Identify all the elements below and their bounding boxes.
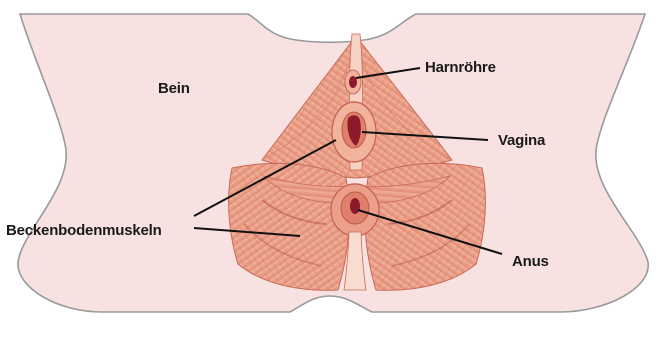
pelvic-floor-label: Beckenbodenmuskeln [6,222,162,239]
urethra-label: Harnröhre [425,59,496,76]
anus-opening [350,198,360,214]
anus-label: Anus [512,253,549,270]
vagina-label: Vagina [498,132,545,149]
urethra-opening [349,76,357,88]
leg-label: Bein [158,80,190,97]
